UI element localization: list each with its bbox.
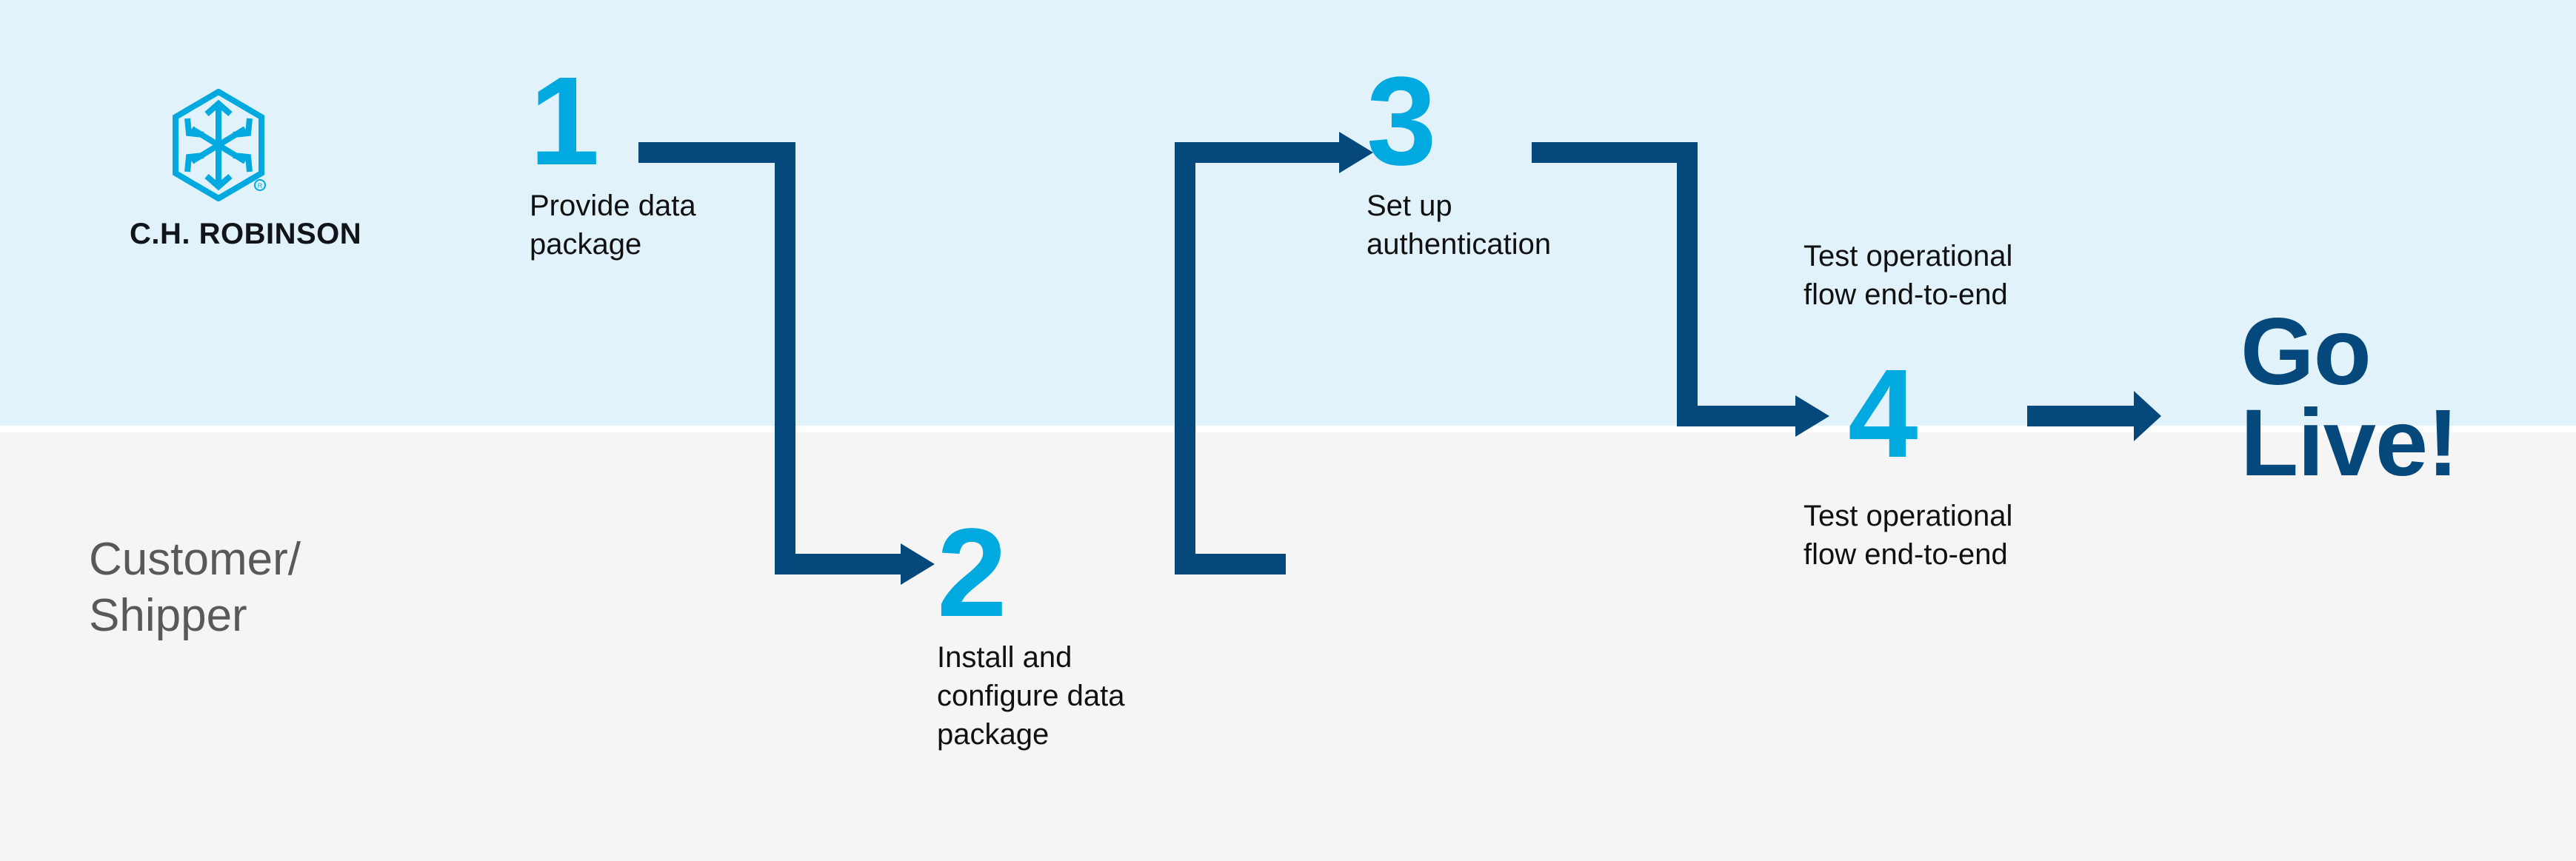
chr-cube-hexagon-icon: R [173,89,266,201]
lane-label-line-2: Shipper [89,589,247,641]
connector-step3-to-step4 [1532,142,1829,437]
go-live-callout: Go Live! [2240,299,2552,496]
connector-step1-to-step2 [638,142,935,585]
step-4-number: 4 [1848,344,1918,484]
step-3-label-line-1: Set up [1367,190,1452,223]
swimlane-band-chrobinson [0,0,2576,426]
swimlane-band-customer [0,432,2576,861]
note-after-step3-line-1: Test operational [1803,240,2013,272]
step-4-label-line-2: flow end-to-end [1803,538,2008,572]
step-4-label: Test operational flow end-to-end [1803,497,2100,574]
step-1: 1 Provide data package [530,51,774,264]
lane-label-line-1: Customer/ [89,534,301,585]
step-4-label-line-1: Test operational [1803,500,2013,533]
step-1-number: 1 [530,51,600,192]
step-1-label: Provide data package [530,187,774,264]
step-4: 4 Test operational flow end-to-end [1803,344,2100,574]
swimlane-label-customer-shipper: Customer/ Shipper [89,532,400,643]
registered-mark-icon: R [254,179,266,191]
step-2-label-line-2: configure data [937,680,1125,713]
step-2-label-line-3: package [937,718,1050,751]
step-1-label-line-2: package [530,228,642,261]
svg-text:R: R [258,182,263,190]
step-3-label-line-2: authentication [1367,228,1552,261]
go-live-line-1: Go [2240,299,2372,405]
step-2: 2 Install and configure data package [937,503,1226,754]
step-2-label: Install and configure data package [937,638,1226,754]
step-3: 3 Set up authentication [1367,51,1641,264]
step-2-number: 2 [937,503,1007,643]
connector-step2-to-step3 [1175,132,1373,574]
step-2-label-line-1: Install and [937,641,1072,674]
swimlane-divider [0,426,2576,432]
note-after-step3-line-2: flow end-to-end [1803,278,2008,311]
go-live-line-2: Live! [2240,389,2459,496]
step-3-number: 3 [1367,51,1437,192]
step-3-label: Set up authentication [1367,187,1641,264]
connector-step4-to-golive [2027,391,2161,441]
note-after-step3: Test operational flow end-to-end [1803,237,2100,314]
step-1-label-line-1: Provide data [530,190,696,223]
